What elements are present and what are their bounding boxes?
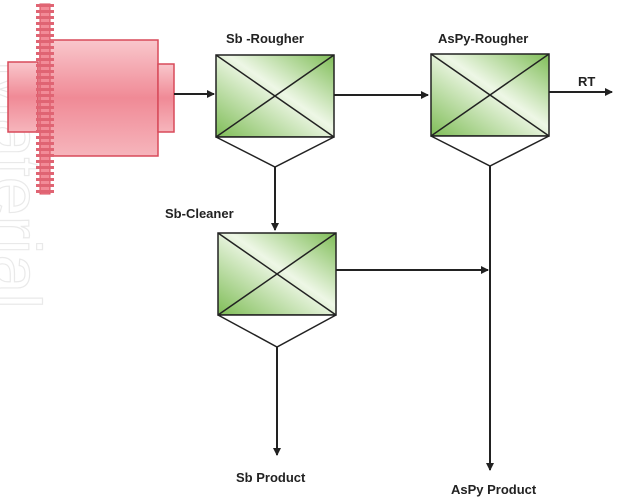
gear-tooth [36,142,54,145]
rt-label: RT [578,74,596,89]
sb-cleaner-cell [217,232,337,348]
gear-tooth [36,106,54,109]
gear-tooth [36,10,54,13]
ball-mill [7,3,175,195]
gear-tooth [36,88,54,91]
gear-tooth [36,64,54,67]
sb-rougher-cell [215,54,335,168]
gear-tooth [36,184,54,187]
gear-tooth [36,94,54,97]
gear-tooth [36,28,54,31]
gear-tooth [36,118,54,121]
gear-tooth [36,76,54,79]
gear-tooth [36,40,54,43]
gear-tooth [36,130,54,133]
gear-tooth [36,16,54,19]
mill-left-trunnion [7,61,39,133]
gear-tooth [36,70,54,73]
mill-gear [36,3,54,195]
sb-product-label: Sb Product [236,470,306,485]
mill-shell [39,39,159,157]
gear-tooth [36,154,54,157]
gear-tooth [36,52,54,55]
gear-tooth [36,100,54,103]
aspy-rougher-cell [430,53,550,167]
gear-tooth [36,112,54,115]
mill-right-trunnion [157,63,175,133]
gear-tooth [36,82,54,85]
gear-tooth [36,190,54,193]
gear-tooth [36,58,54,61]
gear-tooth [36,46,54,49]
gear-tooth [36,160,54,163]
gear-tooth [36,166,54,169]
aspy-rougher-label: AsPy-Rougher [438,31,529,46]
gear-tooth [36,172,54,175]
gear-tooth [36,136,54,139]
aspy-product-label: AsPy Product [451,482,537,497]
sb-rougher-label: Sb -Rougher [226,31,304,46]
gear-tooth [36,34,54,37]
gear-tooth [36,178,54,181]
gear-tooth [36,4,54,7]
gear-tooth [36,124,54,127]
gear-tooth [36,22,54,25]
gear-tooth [36,148,54,151]
sb-cleaner-label: Sb-Cleaner [165,206,234,221]
